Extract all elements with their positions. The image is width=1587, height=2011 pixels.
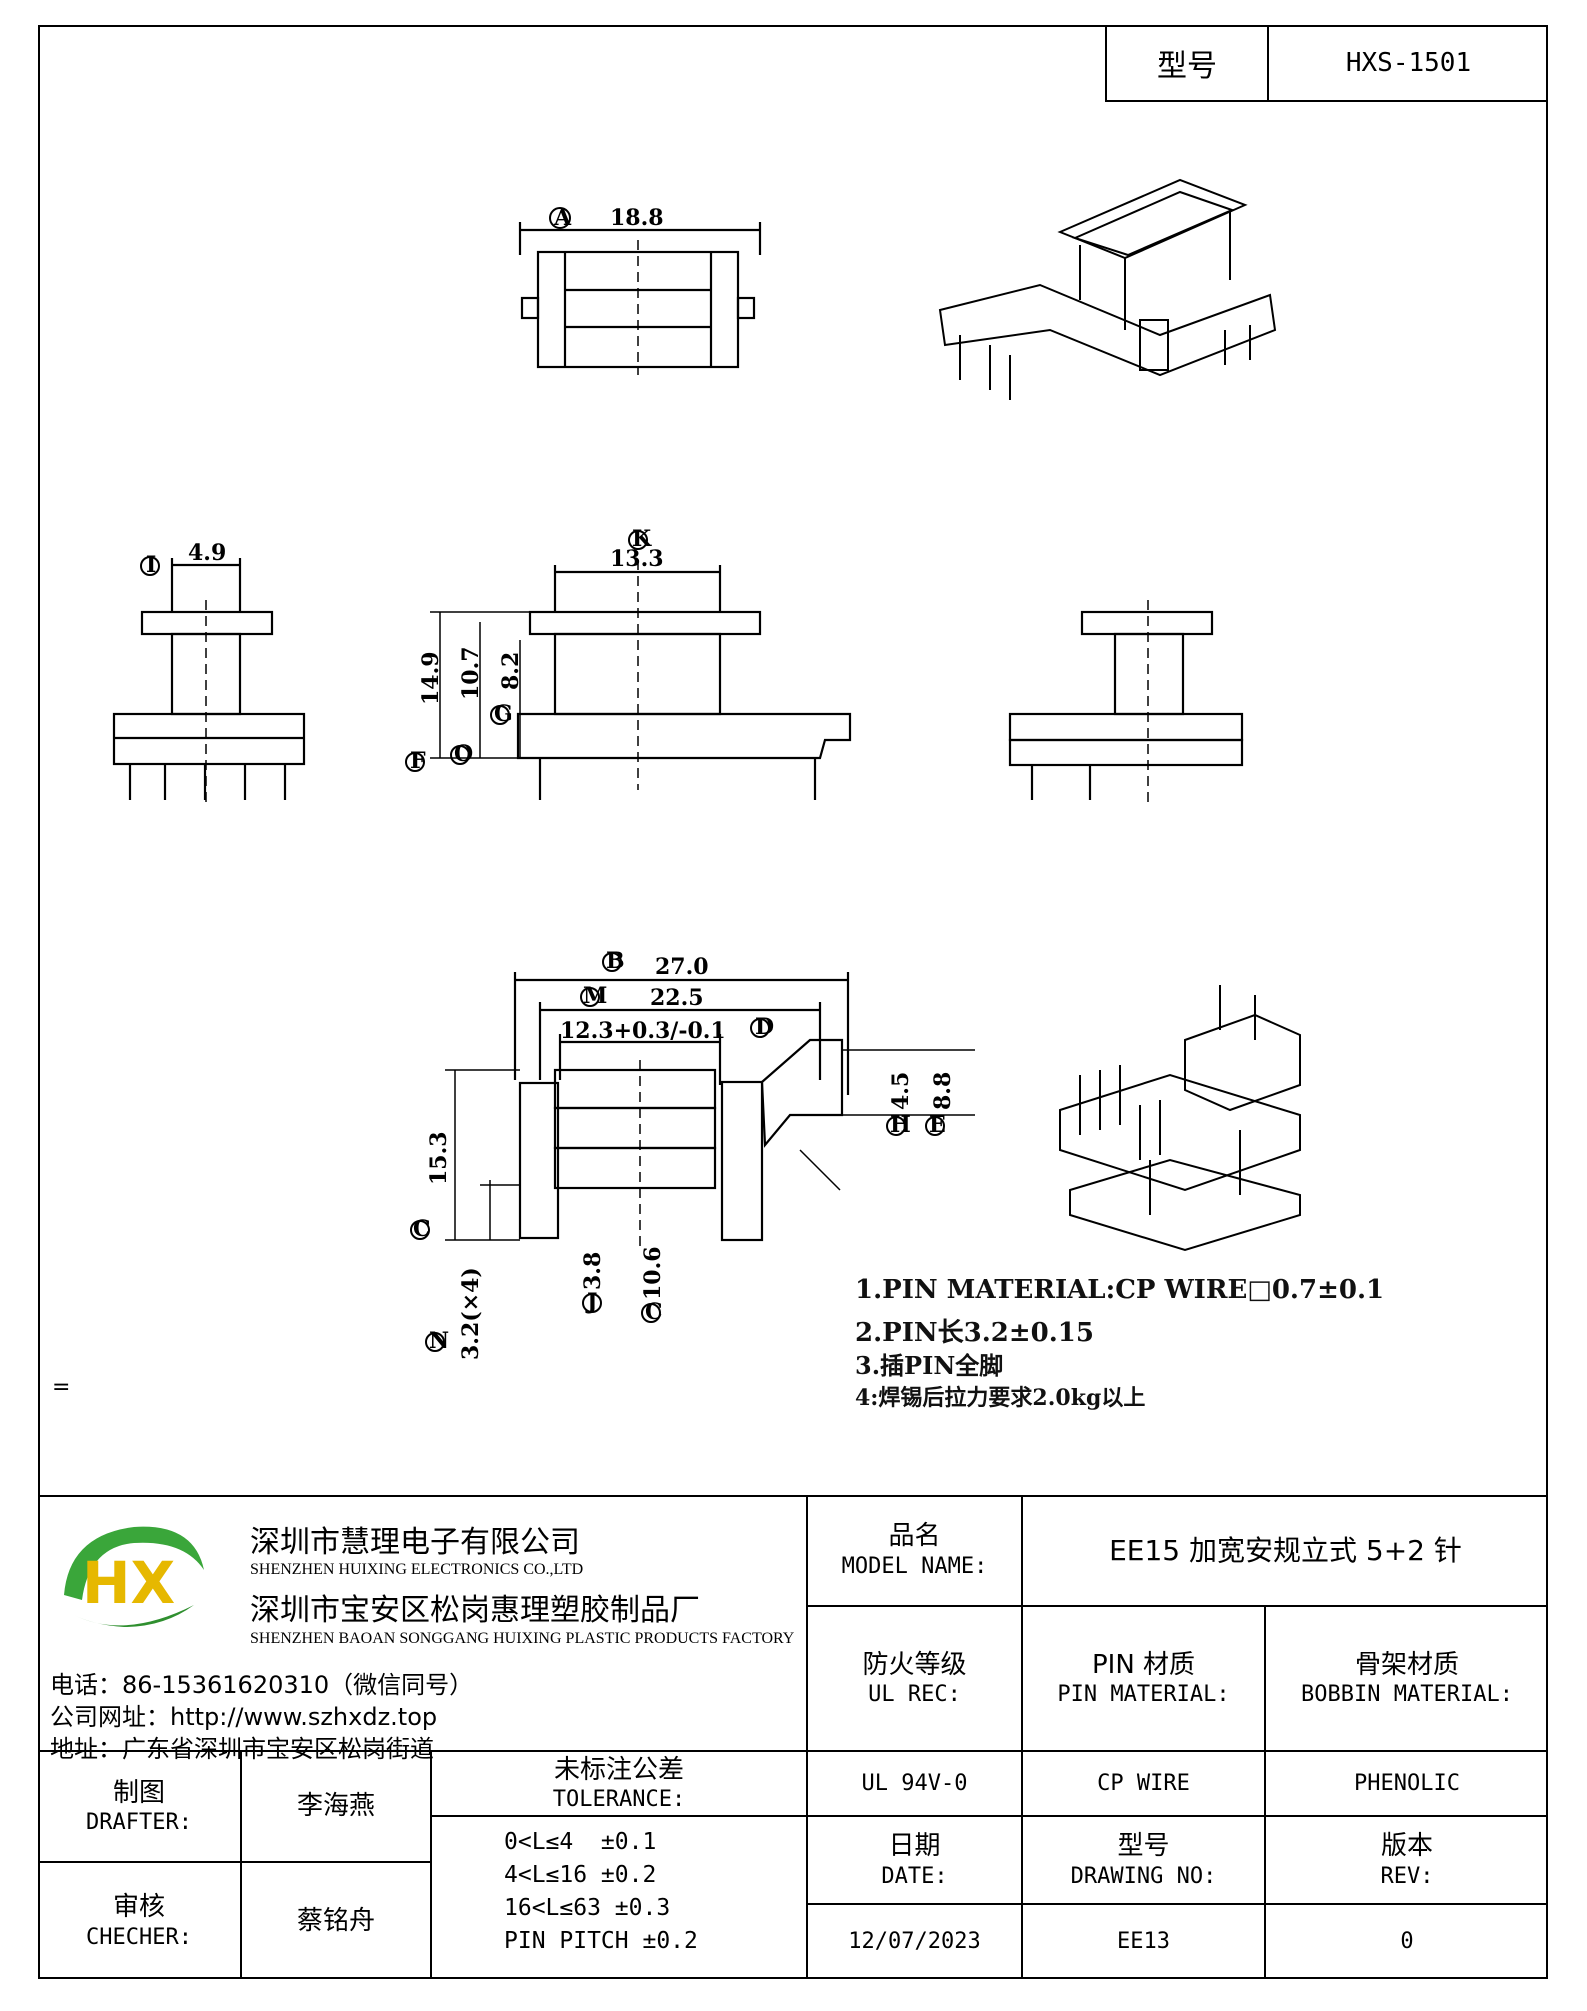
circle-label-j: J <box>585 1289 597 1315</box>
dim-h2-value: 10.7 <box>458 646 484 700</box>
iso-view-top <box>938 178 1277 400</box>
circle-label-h: H <box>890 1112 911 1138</box>
circle-label-m: M <box>583 983 607 1009</box>
model-header-value: HXS-1501 <box>1345 47 1472 78</box>
dim-k-value: 13.3 <box>610 546 664 572</box>
dim-b-value: 27.0 <box>655 954 709 980</box>
circle-label-g: G <box>494 701 513 727</box>
iso-view-bottom <box>1059 985 1301 1252</box>
tb-line-drafter <box>38 1861 432 1863</box>
tb-vline-3 <box>1264 1605 1266 1979</box>
circle-label-i: I <box>146 552 156 578</box>
tb-vline-2 <box>1021 1495 1023 1979</box>
top-view: A 18.8 <box>518 205 762 375</box>
date-value: 12/07/2023 <box>848 1929 981 1955</box>
bobbin-material-value: PHENOLIC <box>1354 1770 1460 1796</box>
note-3: 3.插PIN全脚 <box>855 1351 1004 1380</box>
tolerance-row: 4<L≤16 ±0.2 <box>504 1862 657 1888</box>
technical-drawing: A 18.8 I 4.9 <box>112 178 1301 1360</box>
dim-h3-value: 8.2 <box>498 652 524 690</box>
circle-label-k: K <box>632 526 652 552</box>
note-4: 4:焊锡后拉力要求2.0kg以上 <box>855 1385 1146 1411</box>
tb-line-top <box>38 1495 1548 1497</box>
bottom-view: B 27.0 M 22.5 12.3+0.3/-0.1 D 15.3 4.5 8… <box>410 948 975 1360</box>
tb-line-model <box>806 1605 1548 1607</box>
dim-m-value: 22.5 <box>650 985 704 1011</box>
company-address: 地址：广东省深圳市宝安区松岗街道 <box>50 1735 434 1763</box>
company-website: 公司网址：http://www.szhxdz.top <box>50 1703 438 1731</box>
circle-label-c-bottom: C <box>645 1299 663 1325</box>
tb-line-company <box>38 1750 1548 1752</box>
dim-p2-value: 8.8 <box>930 1072 956 1110</box>
note-1: 1.PIN MATERIAL:CP WIRE□0.7±0.1 <box>855 1275 1385 1305</box>
circle-label-e: E <box>929 1112 946 1138</box>
tb-vline-main <box>806 1495 808 1979</box>
circle-label-a: A <box>553 205 572 231</box>
tolerance-row: 0<L≤4 ±0.1 <box>504 1829 657 1855</box>
drafter-value: 李海燕 <box>296 1791 375 1822</box>
company-phone: 电话：86-15361620310（微信同号） <box>50 1671 474 1699</box>
title-block: HX 深圳市慧理电子有限公司 SHENZHEN HUIXING ELECTRON… <box>38 1495 1548 1979</box>
dim-pitch-value: 3.2(×4) <box>458 1267 484 1360</box>
tb-vline-drafter <box>240 1750 242 1979</box>
dim-p1-value: 4.5 <box>888 1072 914 1110</box>
tb-vline-tolerance <box>430 1750 432 1979</box>
circle-label-c-left: C <box>413 1216 431 1242</box>
dim-d2-value: 10.6 <box>640 1246 666 1300</box>
company-info: HX 深圳市慧理电子有限公司 SHENZHEN HUIXING ELECTRON… <box>50 1505 830 1763</box>
circle-label-o: O <box>454 741 473 767</box>
factory-name-cn: 深圳市宝安区松岗惠理塑胶制品厂 <box>250 1593 700 1628</box>
side-view-right <box>1008 600 1244 805</box>
model-name-value: EE15 加宽安规立式 5+2 针 <box>1109 1533 1462 1567</box>
checker-value: 蔡铭舟 <box>296 1905 375 1936</box>
circle-label-f: F <box>410 748 426 774</box>
ul-value: UL 94V-0 <box>861 1770 968 1796</box>
circle-label-b: B <box>606 948 625 974</box>
tb-line-date <box>806 1903 1548 1905</box>
dim-h4-value: 15.3 <box>426 1131 452 1185</box>
stray-mark: = <box>52 1375 71 1400</box>
rev-value: 0 <box>1400 1929 1414 1955</box>
dim-h1-value: 14.9 <box>418 651 444 705</box>
drawing-sheet-border <box>38 25 1548 1979</box>
dim-d1-value: 3.8 <box>580 1252 606 1290</box>
tolerance-row: PIN PITCH ±0.2 <box>504 1928 698 1954</box>
note-2: 2.PIN长3.2±0.15 <box>855 1318 1094 1348</box>
front-view: K 13.3 14.9 10.7 8.2 F O G <box>405 526 852 800</box>
circle-label-d: D <box>755 1014 774 1040</box>
model-header-box: 型号 HXS-1501 <box>1105 25 1548 102</box>
logo-text: HX <box>82 1549 175 1617</box>
drawing-no-value: EE13 <box>1117 1929 1170 1955</box>
tb-line-values <box>432 1815 1548 1817</box>
company-name-cn: 深圳市慧理电子有限公司 <box>250 1525 580 1560</box>
dim-a-value: 18.8 <box>610 205 664 231</box>
company-logo: HX <box>64 1526 204 1627</box>
factory-name-en: SHENZHEN BAOAN SONGGANG HUIXING PLASTIC … <box>250 1630 795 1647</box>
pin-material-value: CP WIRE <box>1097 1770 1190 1796</box>
dim-c-top-value: 12.3+0.3/-0.1 <box>560 1018 726 1044</box>
dim-i-value: 4.9 <box>188 540 226 566</box>
company-name-en: SHENZHEN HUIXING ELECTRONICS CO.,LTD <box>250 1561 584 1578</box>
model-header-label: 型号 <box>1107 25 1269 100</box>
tolerance-row: 16<L≤63 ±0.3 <box>504 1895 671 1921</box>
tolerance-list: 0<L≤4 ±0.1 4<L≤16 ±0.2 16<L≤63 ±0.3 PIN … <box>432 1817 806 1979</box>
circle-label-n: N <box>429 1328 449 1354</box>
side-view-left: I 4.9 <box>112 540 306 805</box>
